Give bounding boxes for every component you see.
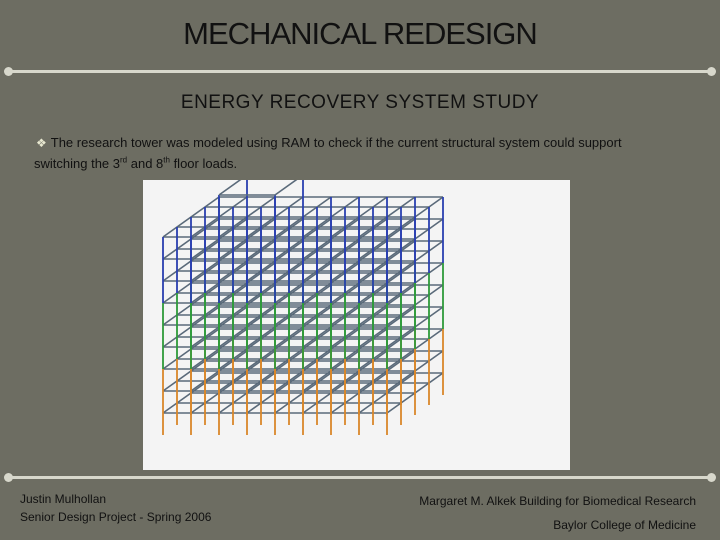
project-name: Senior Design Project - Spring 2006 [20, 510, 212, 524]
bullet-text: ❖The research tower was modeled using RA… [34, 134, 686, 173]
bullet-line-2-end: floor loads. [169, 156, 238, 172]
bullet-line-2-start: switching the 3 [34, 156, 120, 172]
floor-beam [218, 174, 248, 196]
ordinal-rd: rd [120, 156, 128, 165]
slide-subtitle: ENERGY RECOVERY SYSTEM STUDY [180, 92, 540, 113]
floor-beam [274, 174, 304, 196]
bullet-line-1: The research tower was modeled using RAM… [50, 135, 622, 150]
bottom-divider [4, 473, 716, 482]
slide-title: MECHANICAL REDESIGN [183, 16, 538, 51]
author-name: Justin Mulhollan [20, 492, 107, 506]
structural-frame-drawing [162, 174, 444, 435]
structural-model-image [143, 174, 570, 470]
footer-building: Margaret M. Alkek Building for Biomedica… [419, 492, 696, 534]
ordinal-th: th [163, 156, 170, 165]
footer-author: Justin Mulhollan Senior Design Project -… [20, 490, 211, 526]
top-divider [4, 67, 716, 76]
building-name: Margaret M. Alkek Building for Biomedica… [419, 494, 696, 508]
bullet-line-2-mid: and 8 [127, 156, 164, 172]
institution-name: Baylor College of Medicine [553, 518, 696, 532]
diamond-bullet-icon: ❖ [36, 136, 47, 150]
